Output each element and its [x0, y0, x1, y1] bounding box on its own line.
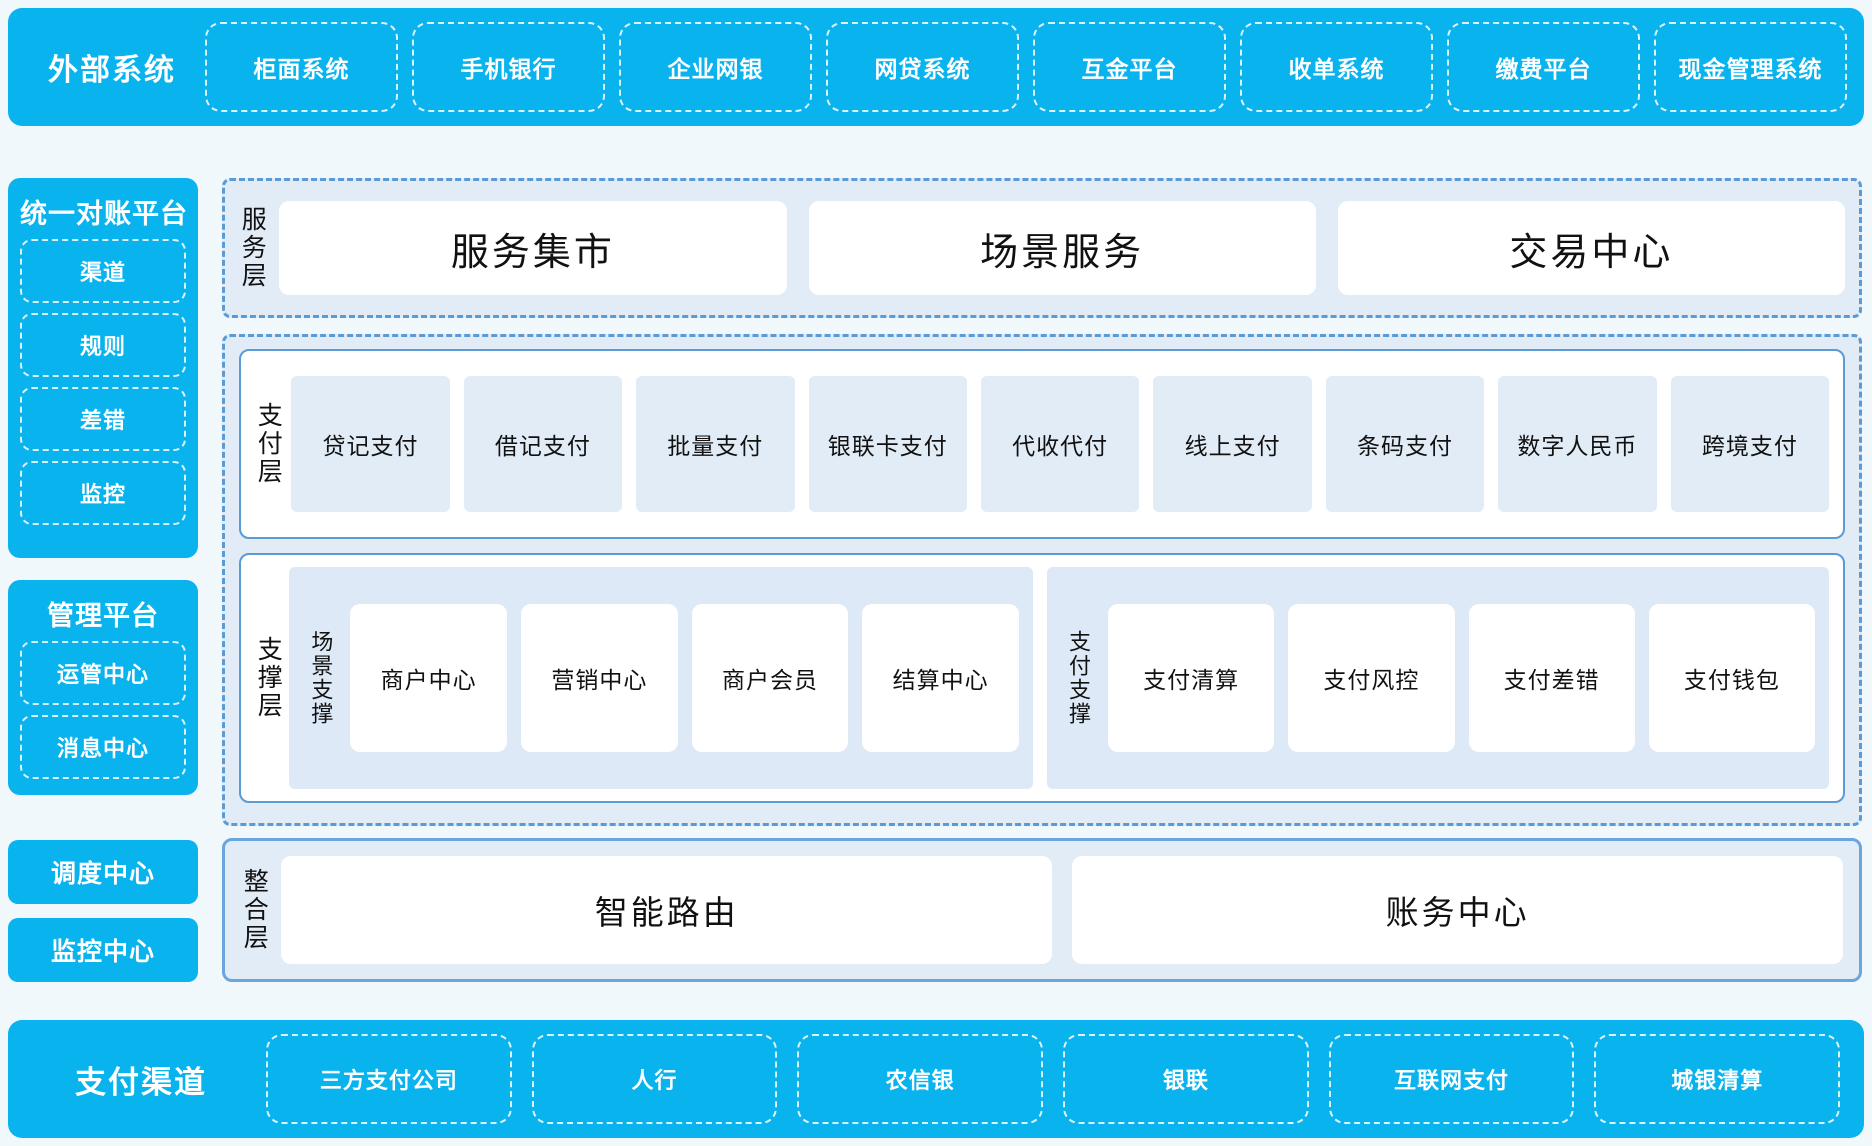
reconciliation-item-channel[interactable]: 渠道	[20, 239, 186, 303]
reconciliation-item-error[interactable]: 差错	[20, 387, 186, 451]
service-layer-label: 服务层	[238, 206, 267, 290]
support-box-settlement-center[interactable]: 结算中心	[862, 604, 1019, 752]
payment-channel-item[interactable]: 互联网支付	[1328, 1034, 1575, 1124]
support-box-merchant-center[interactable]: 商户中心	[350, 604, 507, 752]
support-box-payment-clearing[interactable]: 支付清算	[1108, 604, 1275, 752]
support-box-marketing-center[interactable]: 营销中心	[521, 604, 678, 752]
reconciliation-item-rule[interactable]: 规则	[20, 313, 186, 377]
dispatch-center-card[interactable]: 调度中心	[8, 840, 198, 904]
payment-channel-item[interactable]: 农信银	[797, 1034, 1044, 1124]
integration-layer-label: 整合层	[240, 868, 269, 952]
external-system-item[interactable]: 现金管理系统	[1654, 22, 1847, 112]
payment-box-digital-rmb[interactable]: 数字人民币	[1498, 376, 1657, 512]
external-system-item[interactable]: 收单系统	[1240, 22, 1433, 112]
payment-layer-panel: 支付层 贷记支付 借记支付 批量支付 银联卡支付 代收代付 线上支付 条码支付 …	[239, 349, 1845, 539]
payment-layer-label: 支付层	[254, 402, 283, 486]
payment-box-collection[interactable]: 代收代付	[980, 376, 1140, 512]
payment-channels-items: 三方支付公司 人行 农信银 银联 互联网支付 城银清算	[256, 1020, 1864, 1138]
external-system-item[interactable]: 缴费平台	[1447, 22, 1640, 112]
external-systems-title: 外部系统	[48, 54, 176, 87]
support-box-payment-wallet[interactable]: 支付钱包	[1648, 604, 1816, 752]
payment-box-batch[interactable]: 批量支付	[636, 376, 795, 512]
external-systems-bar: 外部系统 柜面系统 手机银行 企业网银 网贷系统 互金平台 收单系统 缴费平台 …	[8, 8, 1864, 126]
support-group-payment-label: 支付支撑	[1066, 630, 1092, 726]
management-item-message[interactable]: 消息中心	[20, 715, 186, 779]
payment-box-cross-border[interactable]: 跨境支付	[1670, 376, 1830, 512]
management-platform-title: 管理平台	[47, 601, 159, 631]
external-systems-items: 柜面系统 手机银行 企业网银 网贷系统 互金平台 收单系统 缴费平台 现金管理系…	[198, 8, 1864, 126]
payment-channels-bar: 支付渠道 三方支付公司 人行 农信银 银联 互联网支付 城银清算	[8, 1020, 1864, 1138]
integration-layer-container: 整合层 智能路由 账务中心	[222, 838, 1862, 982]
management-platform-card: 管理平台 运管中心 消息中心	[8, 580, 198, 795]
external-system-item[interactable]: 企业网银	[619, 22, 812, 112]
payment-box-credit[interactable]: 贷记支付	[291, 376, 450, 512]
payment-channels-title: 支付渠道	[75, 1064, 207, 1100]
support-group-scene-items: 商户中心 营销中心 商户会员 结算中心	[338, 567, 1019, 789]
support-layer-label: 支撑层	[254, 636, 283, 720]
payment-channel-item[interactable]: 银联	[1063, 1034, 1309, 1124]
payment-channel-item[interactable]: 城银清算	[1594, 1034, 1841, 1124]
support-layer-groups: 场景支撑 商户中心 营销中心 商户会员 结算中心 支付支撑 支付清算 支付风控 …	[281, 567, 1829, 789]
payment-channel-item[interactable]: 人行	[531, 1034, 778, 1124]
service-layer-container: 服务层 服务集市 场景服务 交易中心	[222, 178, 1862, 318]
reconciliation-item-monitor[interactable]: 监控	[20, 461, 186, 525]
monitor-center-card[interactable]: 监控中心	[8, 918, 198, 982]
support-group-scene-label: 场景支撑	[308, 630, 334, 726]
support-box-payment-error[interactable]: 支付差错	[1468, 604, 1635, 752]
core-layer-container: 支付层 贷记支付 借记支付 批量支付 银联卡支付 代收代付 线上支付 条码支付 …	[222, 334, 1862, 826]
management-item-operations[interactable]: 运管中心	[20, 641, 186, 705]
integration-box-smart-routing[interactable]: 智能路由	[281, 856, 1053, 964]
service-box-transaction[interactable]: 交易中心	[1337, 201, 1845, 295]
support-group-payment-items: 支付清算 支付风控 支付差错 支付钱包	[1096, 567, 1816, 789]
reconciliation-platform-title: 统一对账平台	[20, 199, 188, 229]
payment-box-barcode[interactable]: 条码支付	[1325, 376, 1485, 512]
integration-layer-items: 智能路由 账务中心	[267, 851, 1843, 969]
external-system-item[interactable]: 互金平台	[1033, 22, 1226, 112]
service-layer-items: 服务集市 场景服务 交易中心	[265, 191, 1845, 305]
support-layer-panel: 支撑层 场景支撑 商户中心 营销中心 商户会员 结算中心 支付支撑 支付清算	[239, 553, 1845, 803]
payment-box-unionpay-card[interactable]: 银联卡支付	[808, 376, 967, 512]
service-box-marketplace[interactable]: 服务集市	[279, 201, 787, 295]
support-group-payment: 支付支撑 支付清算 支付风控 支付差错 支付钱包	[1046, 567, 1829, 789]
payment-layer-items: 贷记支付 借记支付 批量支付 银联卡支付 代收代付 线上支付 条码支付 数字人民…	[281, 361, 1830, 527]
payment-box-debit[interactable]: 借记支付	[463, 376, 623, 512]
integration-box-accounting-center[interactable]: 账务中心	[1072, 856, 1843, 964]
external-system-item[interactable]: 手机银行	[412, 22, 605, 112]
payment-box-online[interactable]: 线上支付	[1153, 376, 1312, 512]
reconciliation-platform-card: 统一对账平台 渠道 规则 差错 监控	[8, 178, 198, 558]
service-box-scenario[interactable]: 场景服务	[808, 201, 1316, 295]
external-system-item[interactable]: 网贷系统	[826, 22, 1019, 112]
support-box-payment-risk[interactable]: 支付风控	[1288, 604, 1455, 752]
support-group-scene: 场景支撑 商户中心 营销中心 商户会员 结算中心	[289, 567, 1033, 789]
external-system-item[interactable]: 柜面系统	[205, 22, 398, 112]
payment-channel-item[interactable]: 三方支付公司	[266, 1034, 512, 1124]
support-box-merchant-member[interactable]: 商户会员	[691, 604, 849, 752]
